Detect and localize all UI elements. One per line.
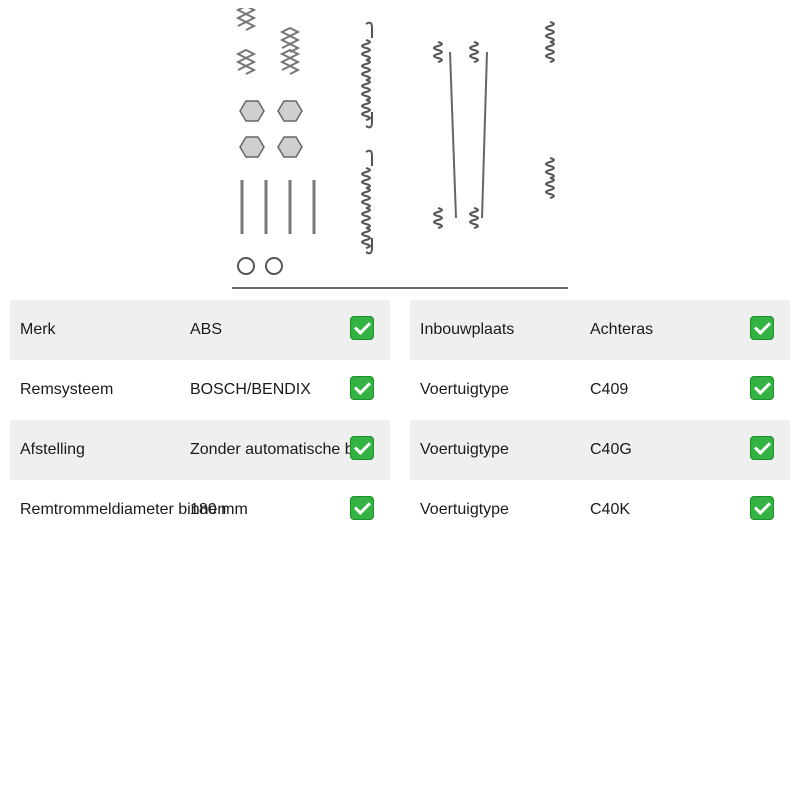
spec-value: Achteras	[590, 321, 654, 338]
spec-row-afstelling: Afstelling Zonder automatische bijst	[10, 420, 390, 480]
checkmark-icon	[750, 316, 774, 340]
spec-label: Voertuigtype	[420, 501, 509, 518]
checkmark-icon	[750, 436, 774, 460]
spec-row-voertuigtype: Voertuigtype C40G	[410, 420, 790, 480]
spec-value: C40K	[590, 501, 631, 518]
spec-value: 180 mm	[190, 501, 248, 518]
spec-row-voertuigtype: Voertuigtype C40K	[410, 480, 790, 540]
checkmark-icon	[350, 496, 374, 520]
spec-label: Remsysteem	[20, 381, 114, 398]
spec-label: Remtrommeldiameter binnen	[20, 501, 227, 518]
spec-row-remtrommeldiameter: Remtrommeldiameter binnen 180 mm	[10, 480, 390, 540]
spec-value: BOSCH/BENDIX	[190, 381, 311, 398]
checkmark-icon	[350, 316, 374, 340]
spec-label: Merk	[20, 321, 56, 338]
checkmark-icon	[750, 376, 774, 400]
spec-label: Afstelling	[20, 441, 85, 458]
spec-row-remsysteem: Remsysteem BOSCH/BENDIX	[10, 360, 390, 420]
spec-label: Voertuigtype	[420, 381, 509, 398]
brake-spring-kit-image	[232, 8, 568, 289]
spec-label: Inbouwplaats	[420, 321, 515, 338]
spec-value: C409	[590, 381, 629, 398]
spec-label: Voertuigtype	[420, 441, 509, 458]
spec-row-voertuigtype: Voertuigtype C409	[410, 360, 790, 420]
product-image	[232, 8, 568, 290]
spec-row-merk: Merk ABS	[10, 300, 390, 360]
spec-value: C40G	[590, 441, 632, 458]
spec-row-inbouwplaats: Inbouwplaats Achteras	[410, 300, 790, 360]
spec-value: ABS	[190, 321, 223, 338]
spec-table-left: Merk ABS Remsysteem BOSCH/BENDIX Afstell…	[10, 300, 390, 540]
checkmark-icon	[350, 436, 374, 460]
spec-table-right: Inbouwplaats Achteras Voertuigtype C409 …	[410, 300, 790, 540]
spec-value: Zonder automatische bijst	[190, 441, 374, 458]
checkmark-icon	[750, 496, 774, 520]
checkmark-icon	[350, 376, 374, 400]
